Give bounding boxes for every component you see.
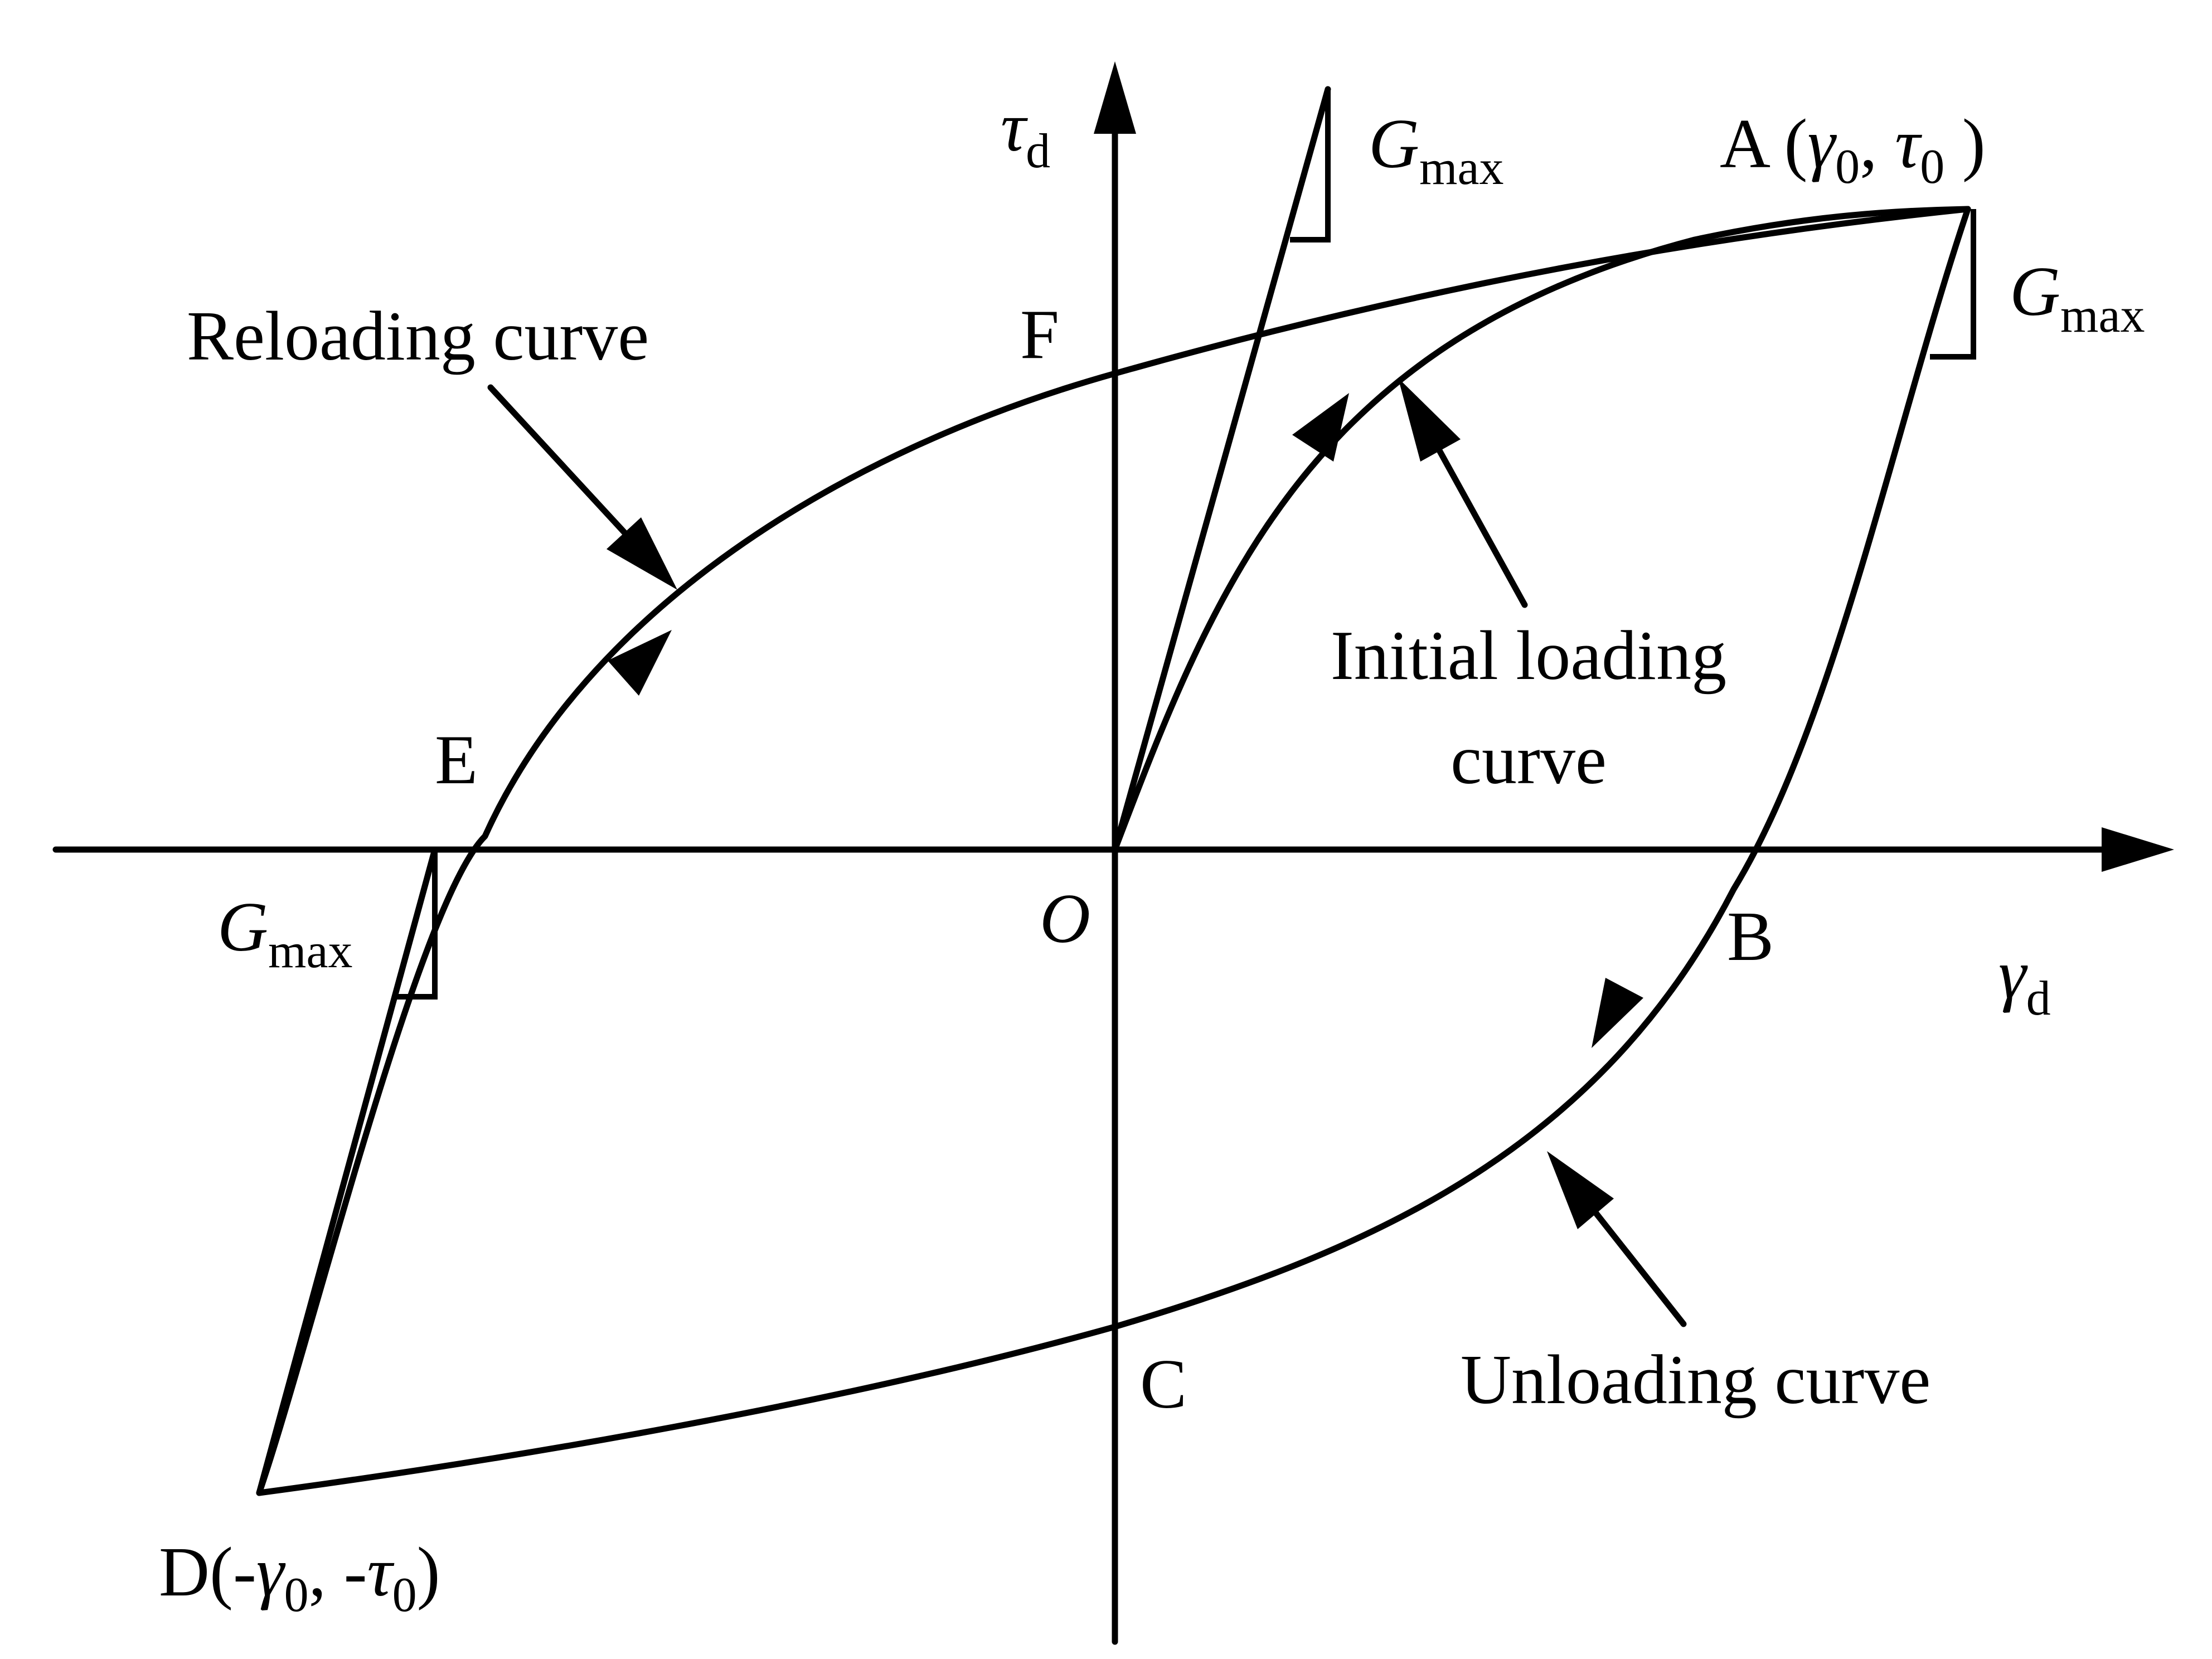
- point-c-label: C: [1140, 1346, 1187, 1423]
- point-f-label: F: [1020, 296, 1059, 373]
- unloading-pointer-head: [1547, 1151, 1614, 1229]
- gmax-triangle-top: [1290, 89, 1331, 242]
- pointer-arrows: [487, 378, 1687, 1327]
- point-b-label: B: [1727, 898, 1774, 976]
- gmax-triangle-left: [394, 850, 438, 1000]
- gmax-label-right: Gmax: [2010, 253, 2145, 343]
- initial-tangent-line: [1112, 86, 1331, 853]
- unloading-curve-label: Unloading curve: [1461, 1341, 1930, 1419]
- unloading-curve: [256, 206, 1971, 1496]
- unloading-curve-arrowhead: [1592, 978, 1643, 1048]
- initial-loading-curve: [1112, 206, 1971, 853]
- axes: [52, 61, 2174, 1645]
- reloading-curve: [256, 206, 1971, 1496]
- origin-label: O: [1040, 880, 1090, 958]
- reloading-pointer-head: [607, 517, 677, 590]
- reload-tangent-line: [256, 846, 438, 1496]
- reloading-pointer-shaft: [487, 384, 628, 536]
- initial-pointer-head: [1398, 378, 1461, 462]
- initial-loading-label-line1: Initial loading: [1331, 617, 1726, 695]
- gmax-tangents: [256, 86, 1976, 1496]
- gmax-triangle-right: [1930, 209, 1976, 360]
- reloading-curve-arrowhead: [608, 630, 672, 696]
- gmax-label-top: Gmax: [1369, 105, 1504, 195]
- x-axis-label: γd: [1998, 936, 2051, 1026]
- gmax-label-left: Gmax: [217, 889, 353, 978]
- x-axis-arrowhead: [2102, 827, 2174, 872]
- point-a-label: A (γ0, τ0 ): [1720, 105, 1986, 194]
- point-d-label: D(-γ0, -τ0): [159, 1534, 440, 1622]
- initial-curve-arrowhead: [1292, 393, 1349, 462]
- reloading-curve-label: Reloading curve: [187, 298, 649, 375]
- initial-pointer-shaft: [1436, 447, 1528, 608]
- unloading-pointer-shaft: [1592, 1209, 1687, 1327]
- initial-loading-label-line2: curve: [1451, 721, 1607, 799]
- point-e-label: E: [435, 721, 478, 799]
- y-axis-label: τd: [1001, 89, 1050, 178]
- y-axis-arrowhead: [1094, 61, 1136, 134]
- curve-direction-arrows: [608, 393, 1643, 1048]
- curves: [256, 206, 1971, 1496]
